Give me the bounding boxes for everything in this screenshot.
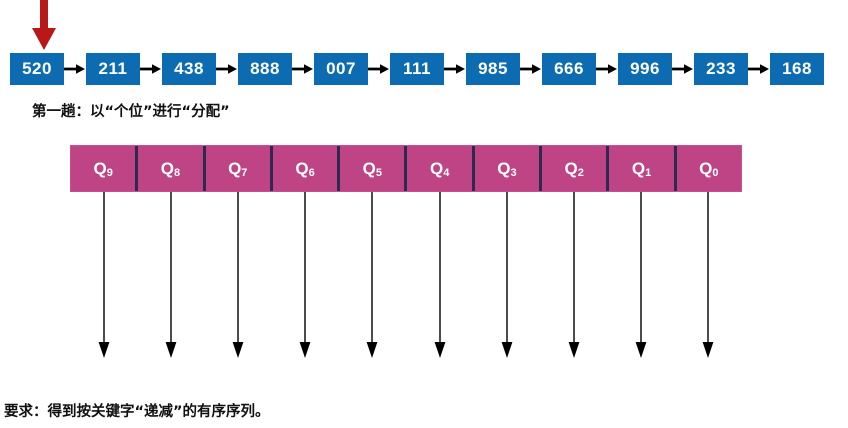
list-node-1: 211 <box>86 53 140 85</box>
red-pointer-arrow <box>30 0 58 52</box>
right-arrow-icon <box>216 53 238 85</box>
list-node-6: 985 <box>466 53 520 85</box>
queue-cell-subscript: 2 <box>577 166 584 179</box>
queue-cell-subscript: 1 <box>645 166 652 179</box>
queue-cell-label: Q <box>564 158 578 178</box>
queue-cell-label: Q <box>631 158 646 178</box>
queue-cell-label: Q <box>160 158 174 178</box>
queue-cell-subscript: 6 <box>308 166 315 179</box>
input-linked-list: 520 211 438 888 007 111 985 666 996 233 168 <box>10 53 824 85</box>
down-arrow-icon-5 <box>406 192 473 358</box>
down-arrow-icon-3 <box>272 192 339 358</box>
right-arrow-icon <box>140 53 162 85</box>
queue-cell-label: Q <box>93 158 107 178</box>
down-arrow-icon-8 <box>608 192 675 358</box>
pass-caption: 第一趟：以“个位”进行“分配” <box>32 104 230 120</box>
requirement-caption: 要求：得到按关键字“递减”的有序序列。 <box>4 404 270 420</box>
queue-cell-subscript: 0 <box>712 166 719 179</box>
list-node-2: 438 <box>162 53 216 85</box>
down-arrow-icon-0 <box>70 192 137 358</box>
down-arrow-icon-9 <box>675 192 742 358</box>
list-node-3: 888 <box>238 53 292 85</box>
queue-cell-label: Q <box>228 158 242 178</box>
right-arrow-icon <box>596 53 618 85</box>
queue-down-arrows <box>70 192 742 358</box>
right-arrow-icon <box>672 53 694 85</box>
queue-cell-subscript: 3 <box>510 166 517 179</box>
queue-cell-subscript: 4 <box>443 166 450 179</box>
queue-cell-label: Q <box>429 158 444 178</box>
down-arrow-icon-6 <box>473 192 540 358</box>
list-node-4: 007 <box>314 53 368 85</box>
list-node-8: 996 <box>618 53 672 85</box>
right-arrow-icon <box>64 53 86 85</box>
queue-cell-label: Q <box>699 158 713 178</box>
list-node-10: 168 <box>770 53 824 85</box>
queue-cell-subscript: 8 <box>174 166 181 179</box>
down-arrow-icon-1 <box>137 192 204 358</box>
down-arrow-icon-7 <box>540 192 607 358</box>
list-node-5: 111 <box>390 53 444 85</box>
right-arrow-icon <box>748 53 770 85</box>
queue-cell-subscript: 5 <box>375 166 383 179</box>
queue-cell-label: Q <box>497 158 511 178</box>
down-arrow-icon-4 <box>339 192 406 358</box>
right-arrow-icon <box>444 53 466 85</box>
queue-cell-label: Q <box>295 158 309 178</box>
down-arrow-icon-2 <box>204 192 271 358</box>
right-arrow-icon <box>520 53 542 85</box>
right-arrow-icon <box>368 53 390 85</box>
queue-cell-subscript: 9 <box>106 166 113 179</box>
list-node-9: 233 <box>694 53 748 85</box>
list-node-7: 666 <box>542 53 596 85</box>
queue-cell-label: Q <box>362 158 376 178</box>
red-down-arrow-icon <box>32 0 56 50</box>
right-arrow-icon <box>292 53 314 85</box>
list-node-0: 520 <box>10 53 64 85</box>
queue-cell-subscript: 7 <box>241 166 248 179</box>
